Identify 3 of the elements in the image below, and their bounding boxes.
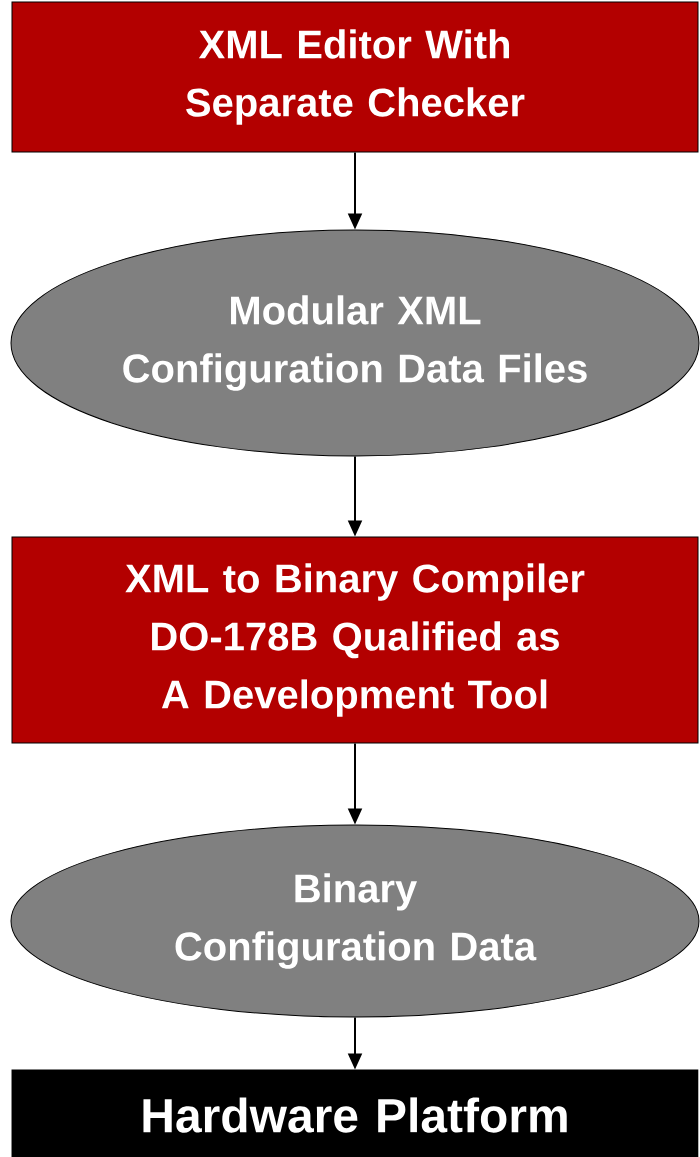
process-box: XML Editor With Separate Checker bbox=[11, 1, 699, 153]
platform-box: Hardware Platform bbox=[11, 1069, 699, 1157]
process-box: XML to Binary Compiler DO-178B Qualified as A Development Tool bbox=[11, 536, 699, 744]
